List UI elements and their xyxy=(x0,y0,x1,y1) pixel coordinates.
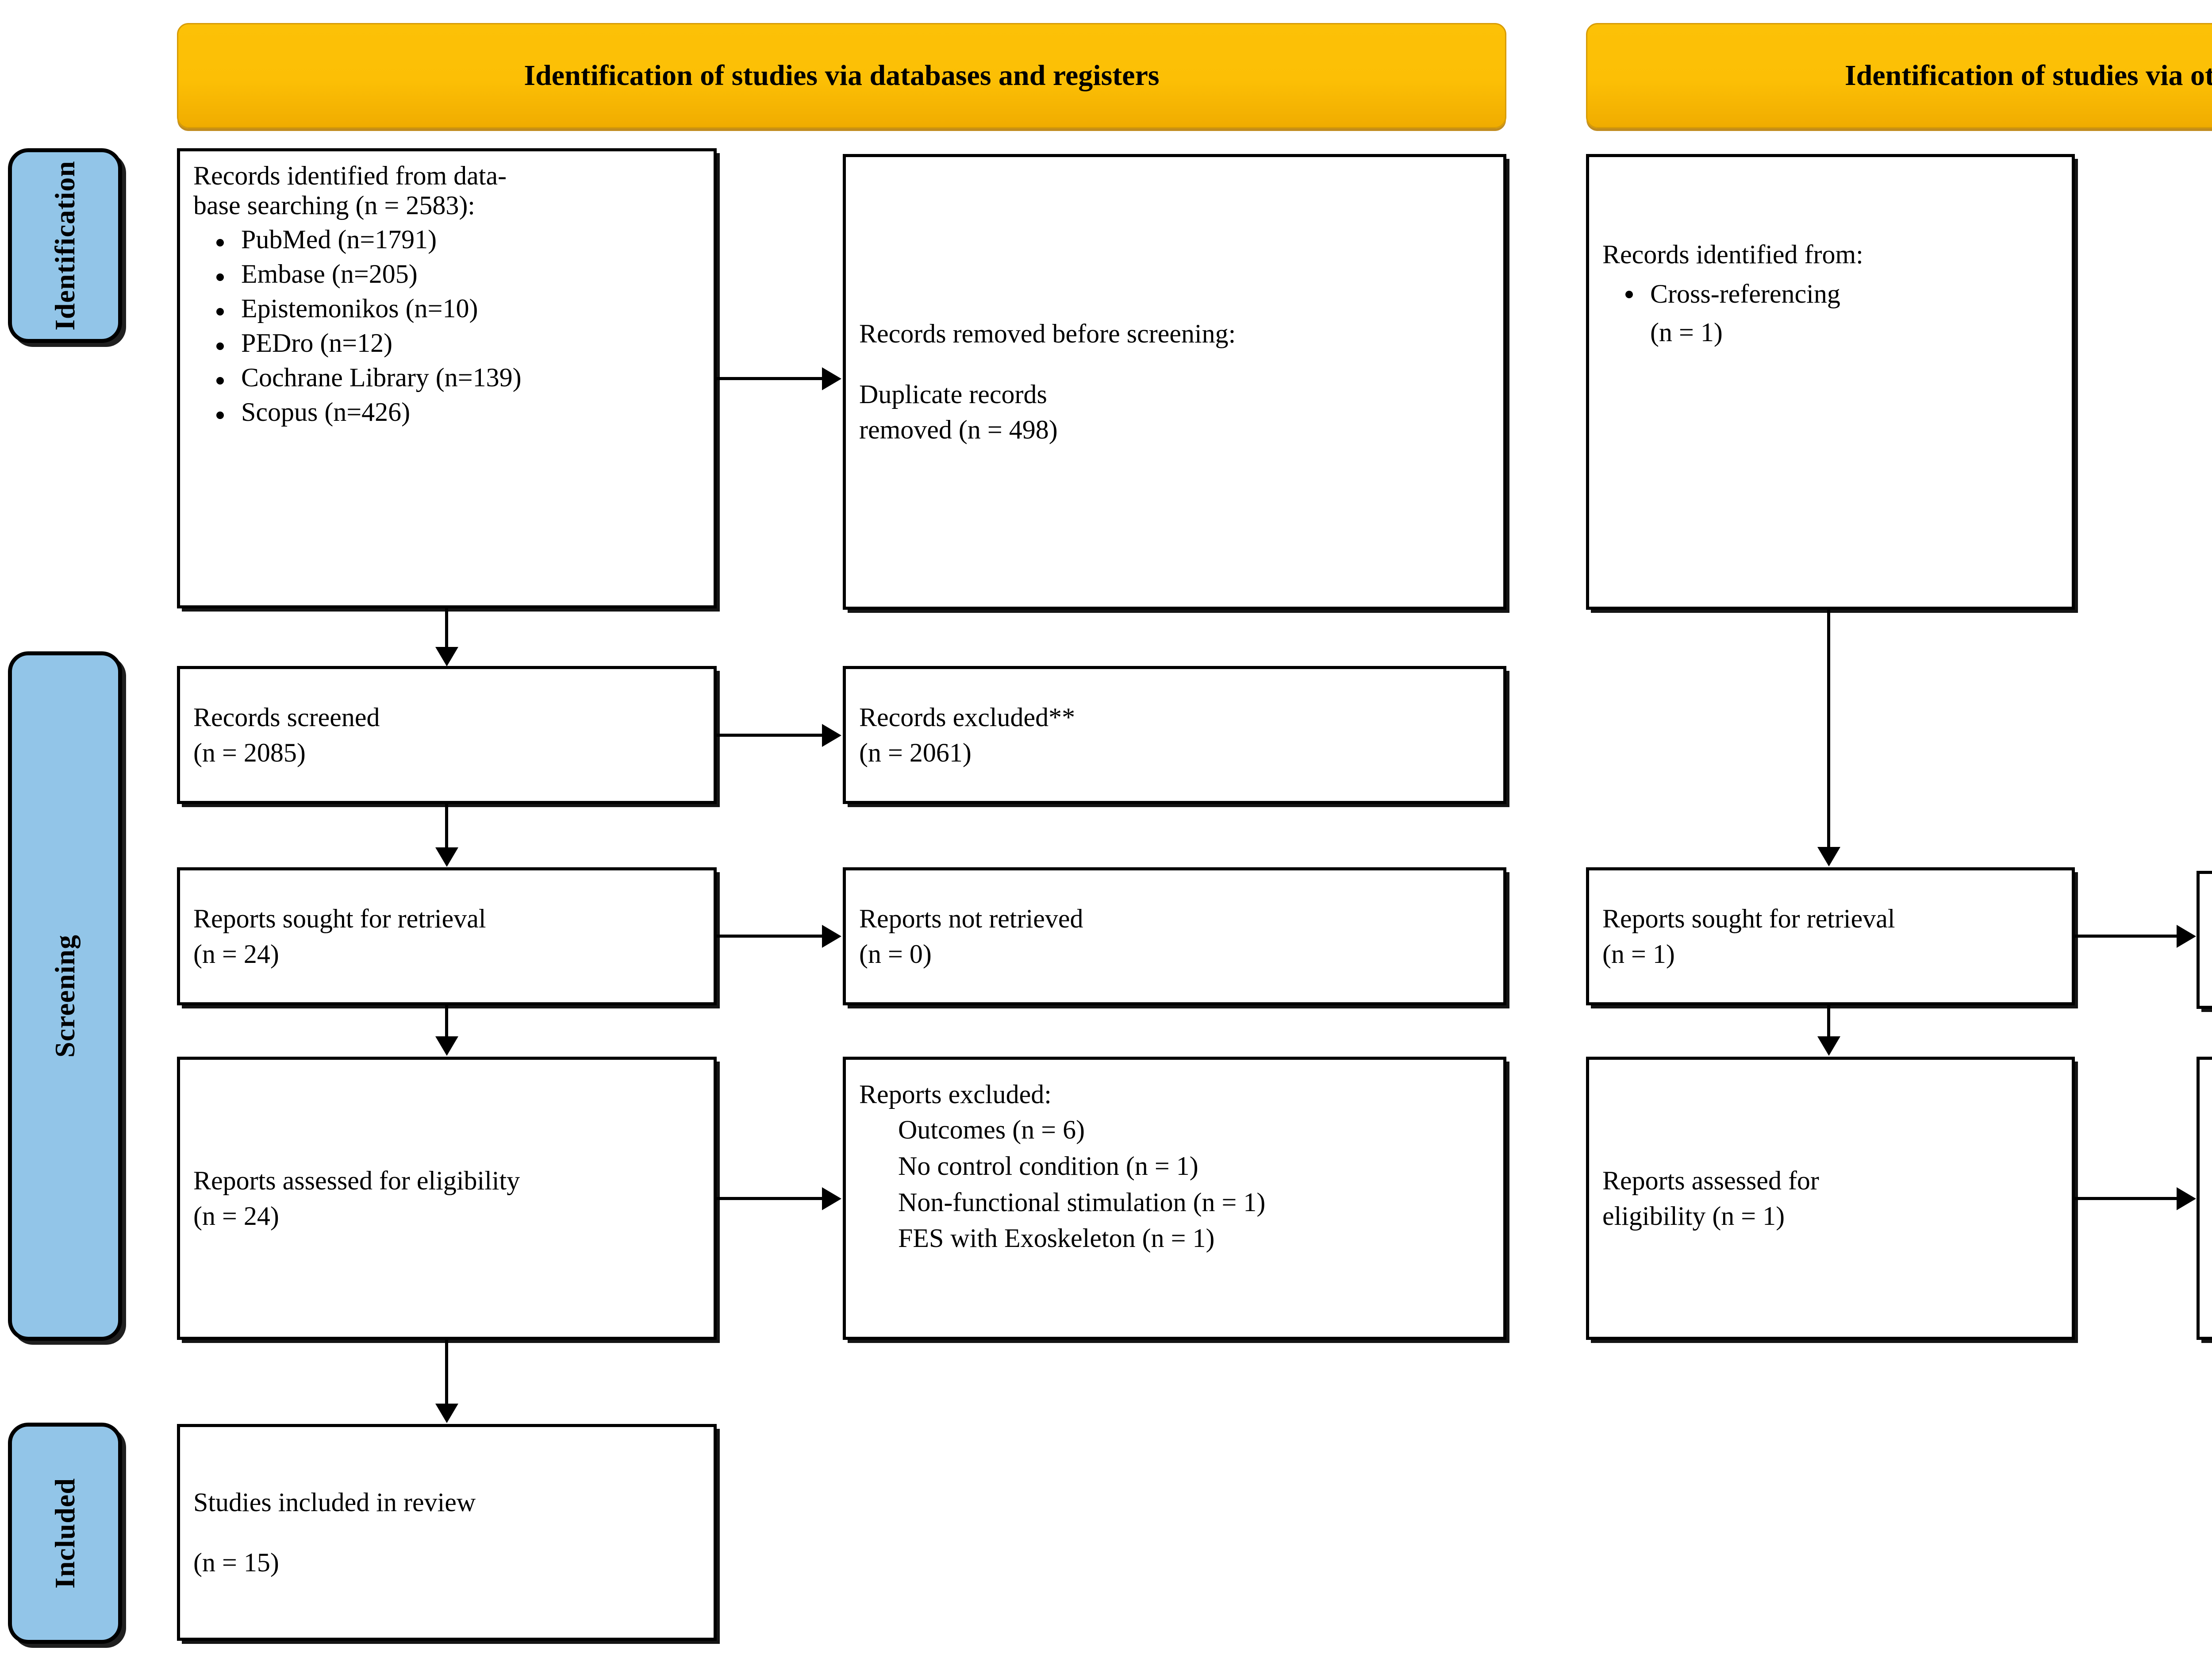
connector-sought-to-assessed-left xyxy=(445,1005,448,1037)
connector-identified-to-removed xyxy=(717,377,823,380)
records-removed-line3: removed (n = 498) xyxy=(859,415,1058,445)
reports-assessed-right-line2: eligibility (n = 1) xyxy=(1602,1201,1785,1231)
box-records-screened: Records screened (n = 2085) xyxy=(177,666,717,804)
arrowhead-sought-to-not-retrieved-right xyxy=(2177,925,2196,948)
box-reports-excluded-right: Reports excluded (n = 1): Outcomes (n = … xyxy=(2197,1057,2212,1340)
connector-screened-to-excluded xyxy=(717,734,823,737)
reports-sought-left-line2: (n = 24) xyxy=(193,939,279,969)
arrowhead-identified-to-screened xyxy=(435,647,458,666)
list-item: Epistemonikos (n=10) xyxy=(216,291,700,326)
box-reports-excluded-left: Reports excluded: Outcomes (n = 6) No co… xyxy=(843,1057,1506,1340)
reports-not-retrieved-left-line2: (n = 0) xyxy=(859,939,932,969)
records-excluded-line1: Records excluded** xyxy=(859,702,1075,732)
arrowhead-screened-to-excluded xyxy=(822,724,841,747)
arrowhead-sought-to-assessed-right xyxy=(1817,1036,1840,1056)
box-records-removed-before-screening: Records removed before screening: Duplic… xyxy=(843,154,1506,610)
records-screened-line2: (n = 2085) xyxy=(193,738,306,767)
list-item: Embase (n=205) xyxy=(216,257,700,291)
reports-sought-right-line1: Reports sought for retrieval xyxy=(1602,904,1895,933)
records-identified-line2: base searching (n = 2583): xyxy=(193,191,475,220)
reports-excluded-left-title: Reports excluded: xyxy=(859,1080,1052,1109)
arrowhead-identified-other-to-sought xyxy=(1817,847,1840,866)
box-records-identified-other: Records identified from: Cross-referenci… xyxy=(1586,154,2075,610)
box-reports-sought-right: Reports sought for retrieval (n = 1) xyxy=(1586,867,2075,1005)
reports-assessed-right-line1: Reports assessed for xyxy=(1602,1166,1819,1195)
phase-tab-screening-label: Screening xyxy=(49,934,81,1058)
list-item: Non-functional stimulation (n = 1) xyxy=(898,1187,1266,1217)
records-identified-other-line1: Records identified from: xyxy=(1602,240,1863,269)
connector-identified-other-to-sought xyxy=(1827,610,1830,848)
connector-screened-to-sought xyxy=(445,804,448,848)
reports-sought-right-line2: (n = 1) xyxy=(1602,939,1675,969)
reports-assessed-left-line1: Reports assessed for eligibility xyxy=(193,1166,520,1195)
reports-assessed-left-line2: (n = 24) xyxy=(193,1201,279,1231)
studies-included-line2: (n = 15) xyxy=(193,1548,279,1577)
list-item: FES with Exoskeleton (n = 1) xyxy=(898,1224,1215,1253)
arrowhead-sought-to-assessed-left xyxy=(435,1036,458,1056)
connector-sought-to-assessed-right xyxy=(1827,1005,1830,1037)
box-reports-assessed-right: Reports assessed for eligibility (n = 1) xyxy=(1586,1057,2075,1340)
reports-not-retrieved-left-line1: Reports not retrieved xyxy=(859,904,1083,933)
list-item: Scopus (n=426) xyxy=(216,395,700,429)
phase-tab-identification-label: Identification xyxy=(49,161,81,331)
records-removed-line1: Records removed before screening: xyxy=(859,319,1236,349)
list-item: PEDro (n=12) xyxy=(216,326,700,360)
records-excluded-line2: (n = 2061) xyxy=(859,738,972,767)
section-header-other-methods-label: Identification of studies via other meth… xyxy=(1845,59,2212,92)
box-studies-included: Studies included in review (n = 15) xyxy=(177,1424,717,1641)
connector-sought-to-not-retrieved-right xyxy=(2075,935,2177,938)
records-removed-line2: Duplicate records xyxy=(859,379,1047,409)
other-source-list: Cross-referencing xyxy=(1602,274,2058,314)
reports-sought-left-line1: Reports sought for retrieval xyxy=(193,904,486,933)
phase-tab-identification: Identification xyxy=(8,148,122,343)
arrowhead-assessed-to-included xyxy=(435,1404,458,1423)
list-item: Outcomes (n = 6) xyxy=(898,1115,1085,1145)
reports-excluded-left-reasons: Outcomes (n = 6) No control condition (n… xyxy=(859,1112,1490,1256)
list-item: PubMed (n=1791) xyxy=(216,222,700,257)
arrowhead-sought-to-not-retrieved-left xyxy=(822,925,841,948)
phase-tab-included: Included xyxy=(8,1423,122,1644)
connector-sought-to-not-retrieved-left xyxy=(717,935,823,938)
phase-tab-screening: Screening xyxy=(8,651,122,1341)
records-identified-line1: Records identified from data- xyxy=(193,161,507,190)
arrowhead-assessed-to-excluded-left xyxy=(822,1187,841,1210)
box-reports-not-retrieved-right: Reports not retrieved (n = 0) xyxy=(2197,871,2212,1009)
box-reports-assessed-left: Reports assessed for eligibility (n = 24… xyxy=(177,1057,717,1340)
arrowhead-identified-to-removed xyxy=(822,367,841,390)
box-reports-sought-left: Reports sought for retrieval (n = 24) xyxy=(177,867,717,1005)
list-item: No control condition (n = 1) xyxy=(898,1151,1198,1181)
section-header-databases: Identification of studies via databases … xyxy=(177,23,1506,128)
connector-assessed-to-excluded-left xyxy=(717,1197,823,1200)
phase-tab-included-label: Included xyxy=(49,1478,81,1589)
studies-included-line1: Studies included in review xyxy=(193,1487,476,1517)
database-source-list: PubMed (n=1791) Embase (n=205) Epistemon… xyxy=(193,222,700,429)
arrowhead-screened-to-sought xyxy=(435,847,458,867)
arrowhead-assessed-to-excluded-right xyxy=(2177,1187,2196,1210)
section-header-other-methods: Identification of studies via other meth… xyxy=(1586,23,2212,128)
connector-assessed-to-included xyxy=(445,1340,448,1404)
box-records-identified-databases: Records identified from data- base searc… xyxy=(177,148,717,608)
connector-identified-to-screened xyxy=(445,608,448,648)
box-records-excluded: Records excluded** (n = 2061) xyxy=(843,666,1506,804)
records-identified-other-count: (n = 1) xyxy=(1650,317,1723,347)
box-reports-not-retrieved-left: Reports not retrieved (n = 0) xyxy=(843,867,1506,1005)
records-screened-line1: Records screened xyxy=(193,702,380,732)
section-header-databases-label: Identification of studies via databases … xyxy=(524,59,1160,92)
list-item: Cross-referencing xyxy=(1625,274,2058,314)
connector-assessed-to-excluded-right xyxy=(2075,1197,2177,1200)
list-item: Cochrane Library (n=139) xyxy=(216,360,700,395)
